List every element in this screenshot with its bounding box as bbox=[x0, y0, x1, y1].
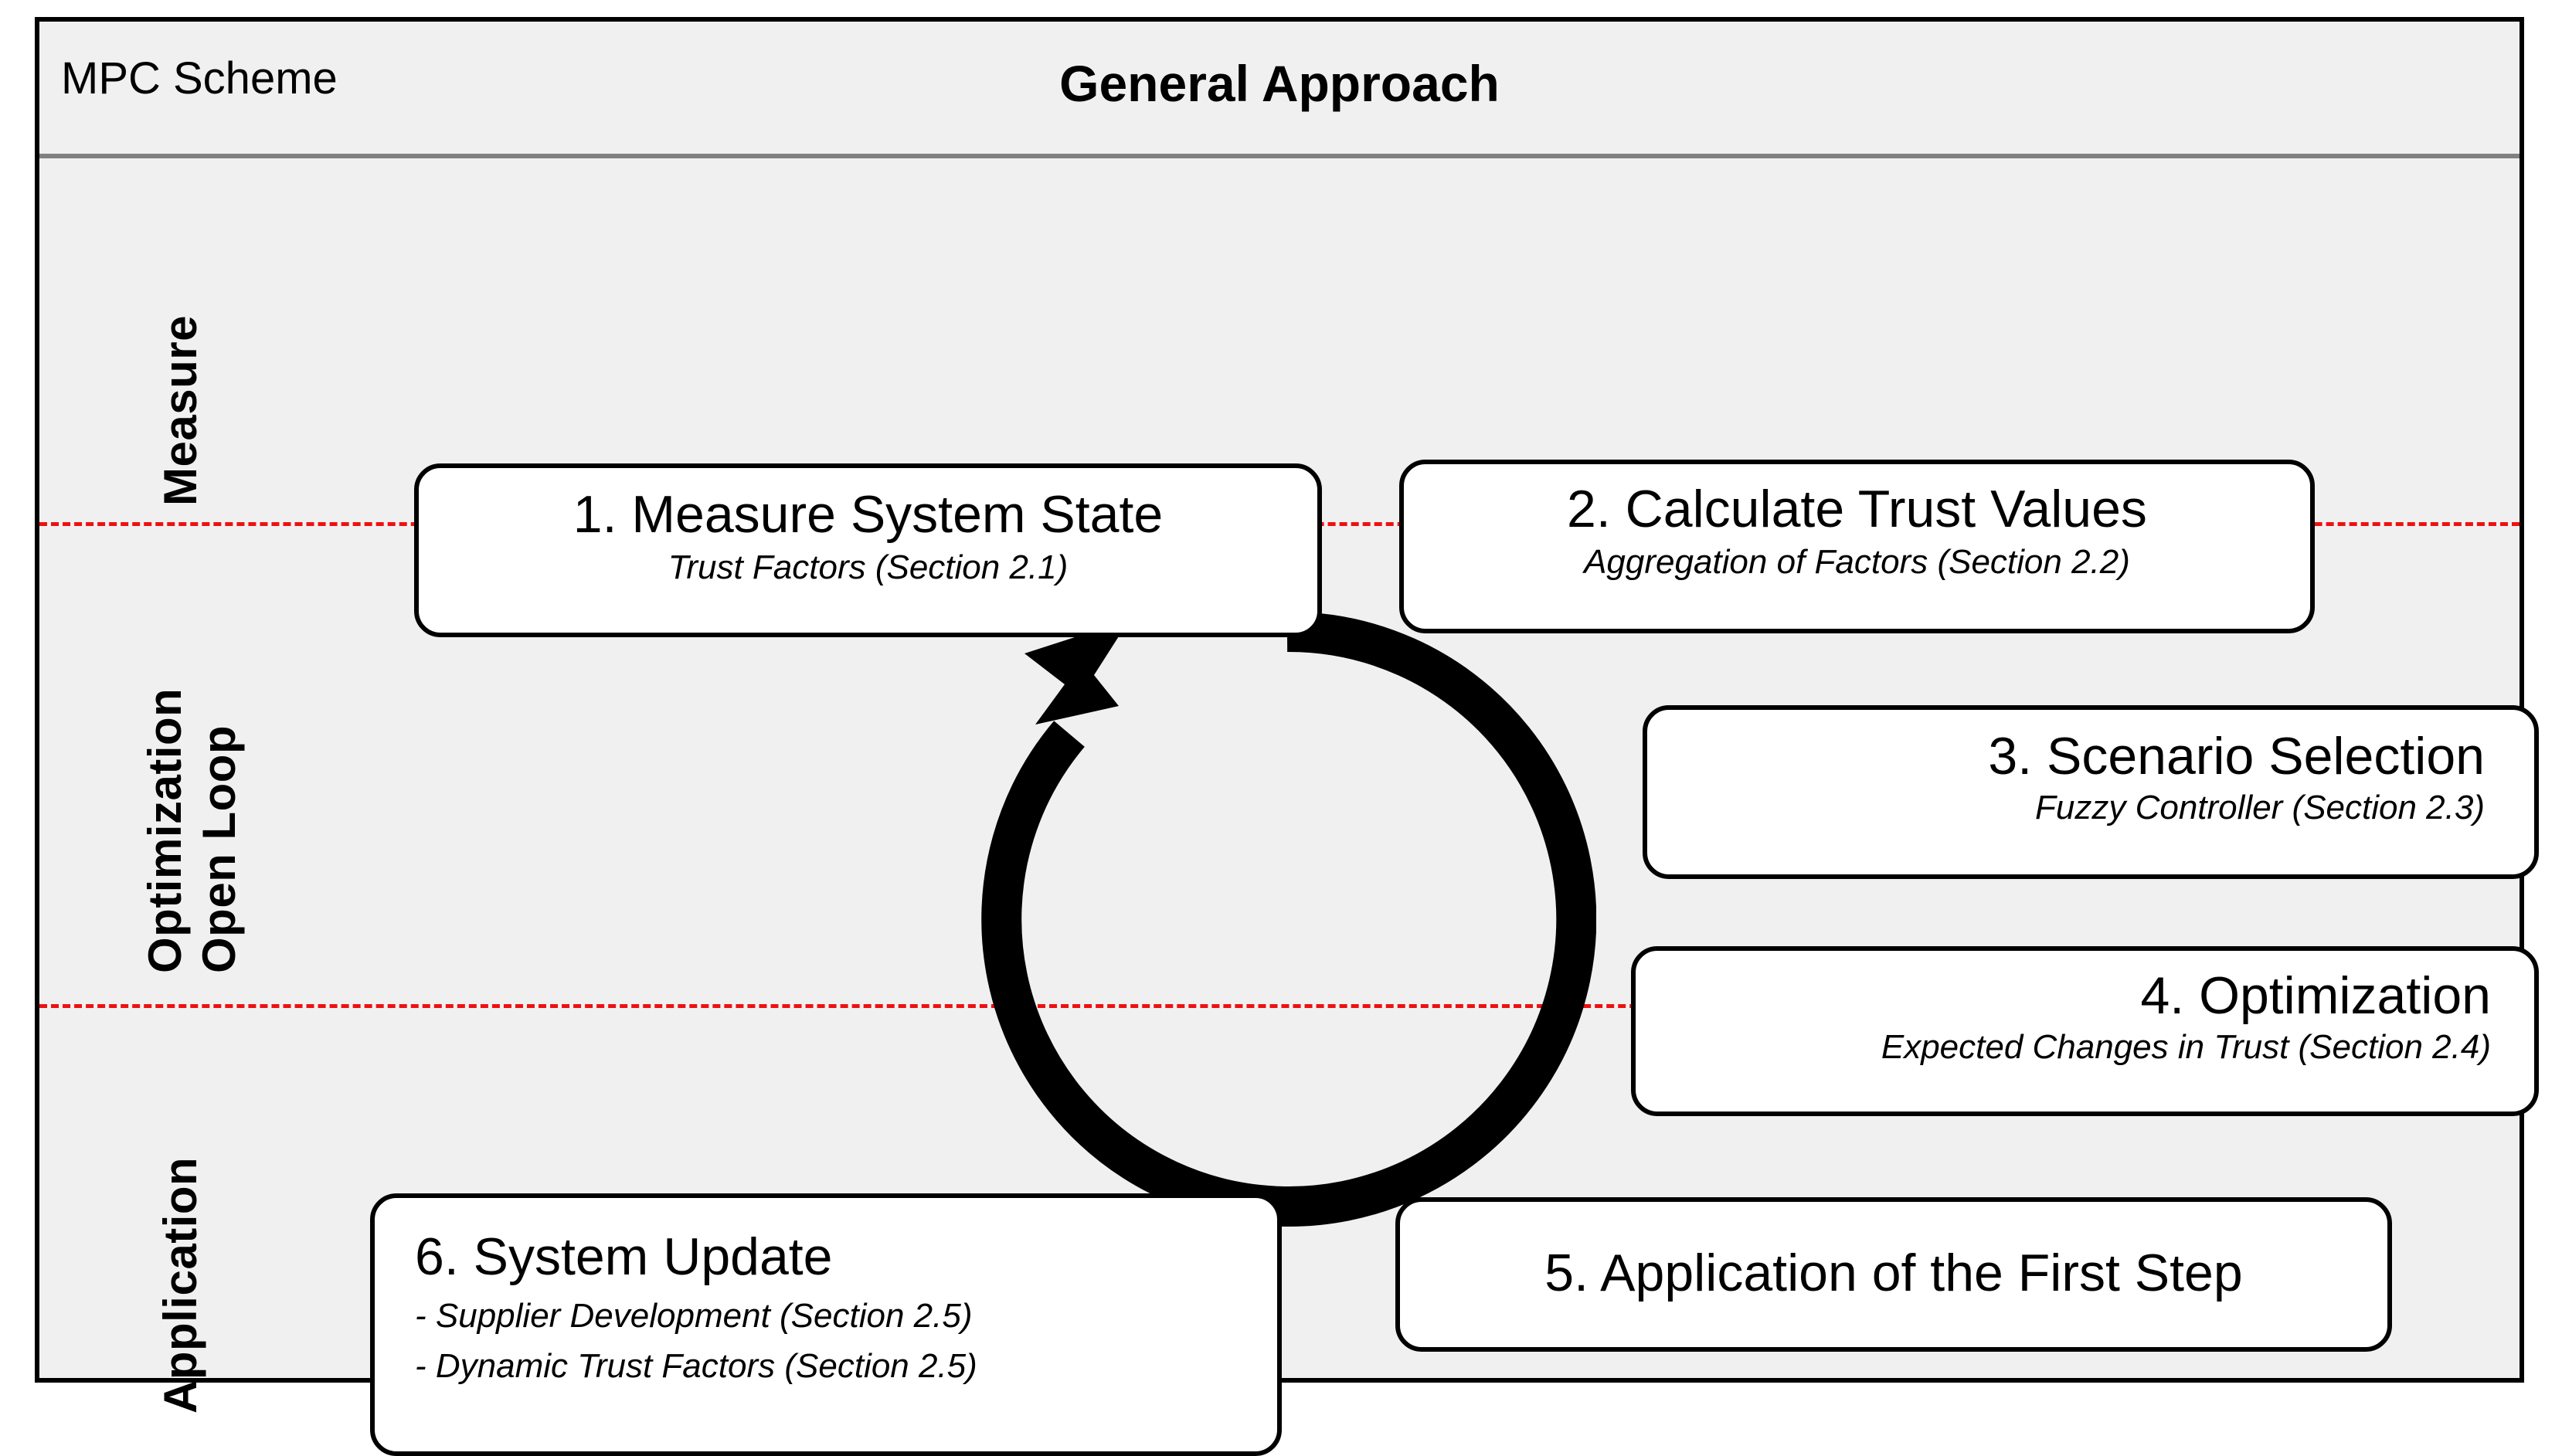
step-4-subtitle: Expected Changes in Trust (Section 2.4) bbox=[1881, 1028, 2491, 1066]
step-4-title: 4. Optimization bbox=[2140, 966, 2491, 1025]
step-6-title: 6. System Update bbox=[415, 1227, 833, 1286]
cycle-arrow-icon bbox=[981, 611, 1596, 1227]
step-box-4[interactable]: 4. Optimization Expected Changes in Trus… bbox=[1631, 946, 2539, 1116]
step-box-3[interactable]: 3. Scenario Selection Fuzzy Controller (… bbox=[1643, 705, 2539, 879]
step-3-title: 3. Scenario Selection bbox=[1988, 727, 2485, 786]
step-6-subtitle-line-1: - Supplier Development (Section 2.5) bbox=[415, 1297, 973, 1335]
phase-label-open-loop: Open Loop bbox=[193, 725, 245, 973]
step-2-subtitle: Aggregation of Factors (Section 2.2) bbox=[1584, 543, 2130, 581]
step-box-6[interactable]: 6. System Update - Supplier Development … bbox=[370, 1193, 1282, 1456]
step-1-subtitle: Trust Factors (Section 2.1) bbox=[668, 548, 1069, 586]
step-box-5[interactable]: 5. Application of the First Step bbox=[1395, 1197, 2392, 1352]
step-2-title: 2. Calculate Trust Values bbox=[1567, 480, 2147, 538]
step-box-1[interactable]: 1. Measure System State Trust Factors (S… bbox=[414, 463, 1322, 637]
phase-label-optimization: Optimization bbox=[139, 687, 191, 973]
step-5-title: 5. Application of the First Step bbox=[1544, 1244, 2243, 1302]
page-title: General Approach bbox=[1059, 55, 1500, 112]
step-1-title: 1. Measure System State bbox=[573, 485, 1164, 544]
step-box-2[interactable]: 2. Calculate Trust Values Aggregation of… bbox=[1399, 460, 2315, 633]
diagram-body: Measure Open Loop Optimization Applicati… bbox=[39, 158, 2539, 1456]
step-3-subtitle: Fuzzy Controller (Section 2.3) bbox=[2035, 789, 2485, 826]
step-6-subtitle-line-2: - Dynamic Trust Factors (Section 2.5) bbox=[415, 1346, 977, 1385]
scheme-label: MPC Scheme bbox=[61, 53, 338, 104]
mpc-scheme-frame: MPC Scheme General Approach Measure Open… bbox=[35, 17, 2539, 1456]
phase-label-application: Application bbox=[155, 1156, 206, 1414]
phase-label-measure: Measure bbox=[155, 315, 206, 506]
header-band: MPC Scheme General Approach bbox=[39, 22, 2520, 158]
